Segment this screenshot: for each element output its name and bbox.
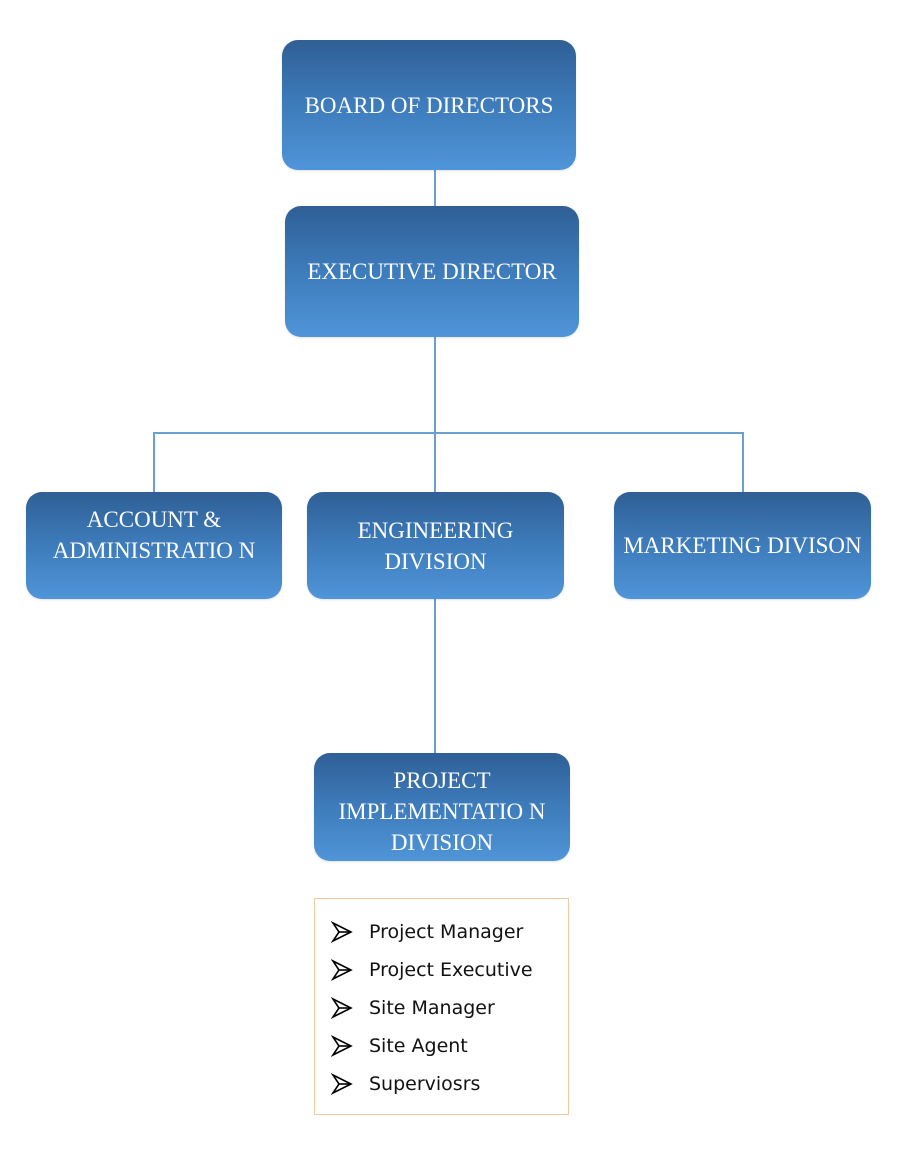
engineering-division-node: ENGINEERING DIVISION [307,492,564,599]
role-item: Superviosrs [331,1065,568,1103]
role-label: Project Manager [369,921,524,943]
arrow-bullet-icon [331,1035,353,1057]
role-label: Project Executive [369,959,533,981]
connector-engineering-to-project [434,598,436,754]
role-item: Project Manager [331,913,568,951]
account-administration-node: ACCOUNT & ADMINISTRATIO N [26,492,282,599]
arrow-bullet-icon [331,921,353,943]
board-of-directors-node: BOARD OF DIRECTORS [282,40,576,170]
arrow-bullet-icon [331,1073,353,1095]
account-administration-label: ACCOUNT & ADMINISTRATIO N [52,507,256,563]
connector-bus-to-engineering [434,432,436,493]
connector-bus-to-account [153,432,155,493]
project-implementation-label: PROJECT IMPLEMENTATIO N DIVISION [338,768,546,855]
role-item: Site Manager [331,989,568,1027]
project-implementation-node: PROJECT IMPLEMENTATIO N DIVISION [314,753,570,861]
roles-list-box: Project Manager Project Executive Site M… [314,898,569,1115]
role-label: Site Agent [369,1035,468,1057]
role-label: Superviosrs [369,1073,481,1095]
connector-horizontal-bus [153,432,744,434]
marketing-division-node: MARKETING DIVISON [614,492,871,599]
marketing-division-label: MARKETING DIVISON [623,533,862,558]
connector-executive-to-bus [434,337,436,433]
role-label: Site Manager [369,997,495,1019]
arrow-bullet-icon [331,959,353,981]
executive-director-label: EXECUTIVE DIRECTOR [307,259,557,284]
board-of-directors-label: BOARD OF DIRECTORS [304,92,554,118]
executive-director-node: EXECUTIVE DIRECTOR [285,206,579,337]
connector-bus-to-marketing [742,432,744,493]
role-item: Site Agent [331,1027,568,1065]
connector-board-to-executive [434,169,436,207]
arrow-bullet-icon [331,997,353,1019]
engineering-division-label: ENGINEERING DIVISION [357,517,514,574]
roles-list: Project Manager Project Executive Site M… [315,899,568,1103]
role-item: Project Executive [331,951,568,989]
